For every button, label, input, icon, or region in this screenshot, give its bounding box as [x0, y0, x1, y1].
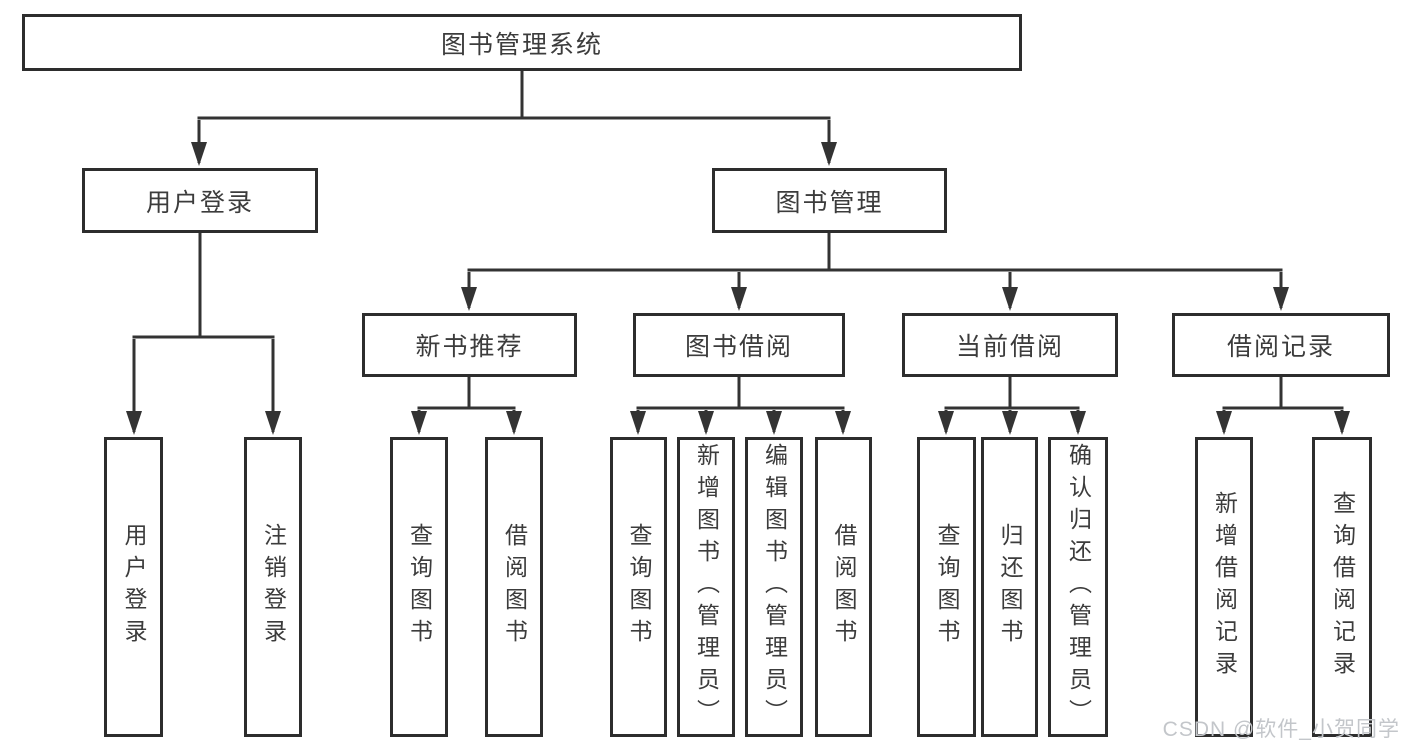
connector-book-management-to-level3: [461, 229, 1289, 311]
node-borrowing-records-label: 借阅记录: [1226, 333, 1335, 361]
node-current-borrowing-label: 当前借阅: [955, 333, 1064, 361]
connector-current-borrowing-children: [938, 373, 1086, 435]
node-book-borrowing: 图书借阅: [633, 313, 845, 377]
csdn-watermark: CSDN @软件_小贺同学: [1162, 718, 1400, 741]
leaf-newbook-borrow-books: 借阅图书: [485, 437, 543, 737]
connector-book-borrowing-children: [630, 373, 851, 435]
leaf-records-add-borrow-record: 新增借阅记录: [1195, 437, 1253, 737]
node-book-borrowing-label: 图书借阅: [684, 333, 793, 361]
node-book-management: 图书管理: [712, 168, 947, 233]
node-root-label: 图书管理系统: [440, 30, 603, 59]
node-new-book-recommend-label: 新书推荐: [415, 333, 524, 361]
connector-borrowing-records-children: [1216, 373, 1350, 435]
node-borrowing-records: 借阅记录: [1172, 313, 1390, 377]
leaf-current-confirm-return-admin: 确认归还（管理员）: [1048, 437, 1108, 737]
leaf-borrowing-borrow-books: 借阅图书: [815, 437, 872, 737]
node-user-login-label: 用户登录: [145, 188, 254, 217]
node-current-borrowing: 当前借阅: [902, 313, 1118, 377]
connector-user-login-children: [126, 229, 281, 435]
leaf-borrowing-add-book-admin: 新增图书（管理员）: [677, 437, 735, 737]
leaf-records-query-borrow-record: 查询借阅记录: [1312, 437, 1372, 737]
node-book-management-label: 图书管理: [775, 188, 884, 217]
connector-root-to-level2: [191, 67, 837, 166]
node-root-library-management-system: 图书管理系统: [22, 14, 1022, 71]
leaf-borrowing-query-books: 查询图书: [610, 437, 667, 737]
leaf-newbook-query-books: 查询图书: [390, 437, 448, 737]
node-user-login: 用户登录: [82, 168, 318, 233]
node-new-book-recommend: 新书推荐: [362, 313, 577, 377]
leaf-current-return-book: 归还图书: [981, 437, 1038, 737]
connector-new-book-recommend-children: [411, 373, 522, 435]
leaf-current-query-books: 查询图书: [917, 437, 976, 737]
leaf-borrowing-edit-book-admin: 编辑图书（管理员）: [745, 437, 803, 737]
leaf-user-login: 用户登录: [104, 437, 163, 737]
leaf-logout: 注销登录: [244, 437, 302, 737]
